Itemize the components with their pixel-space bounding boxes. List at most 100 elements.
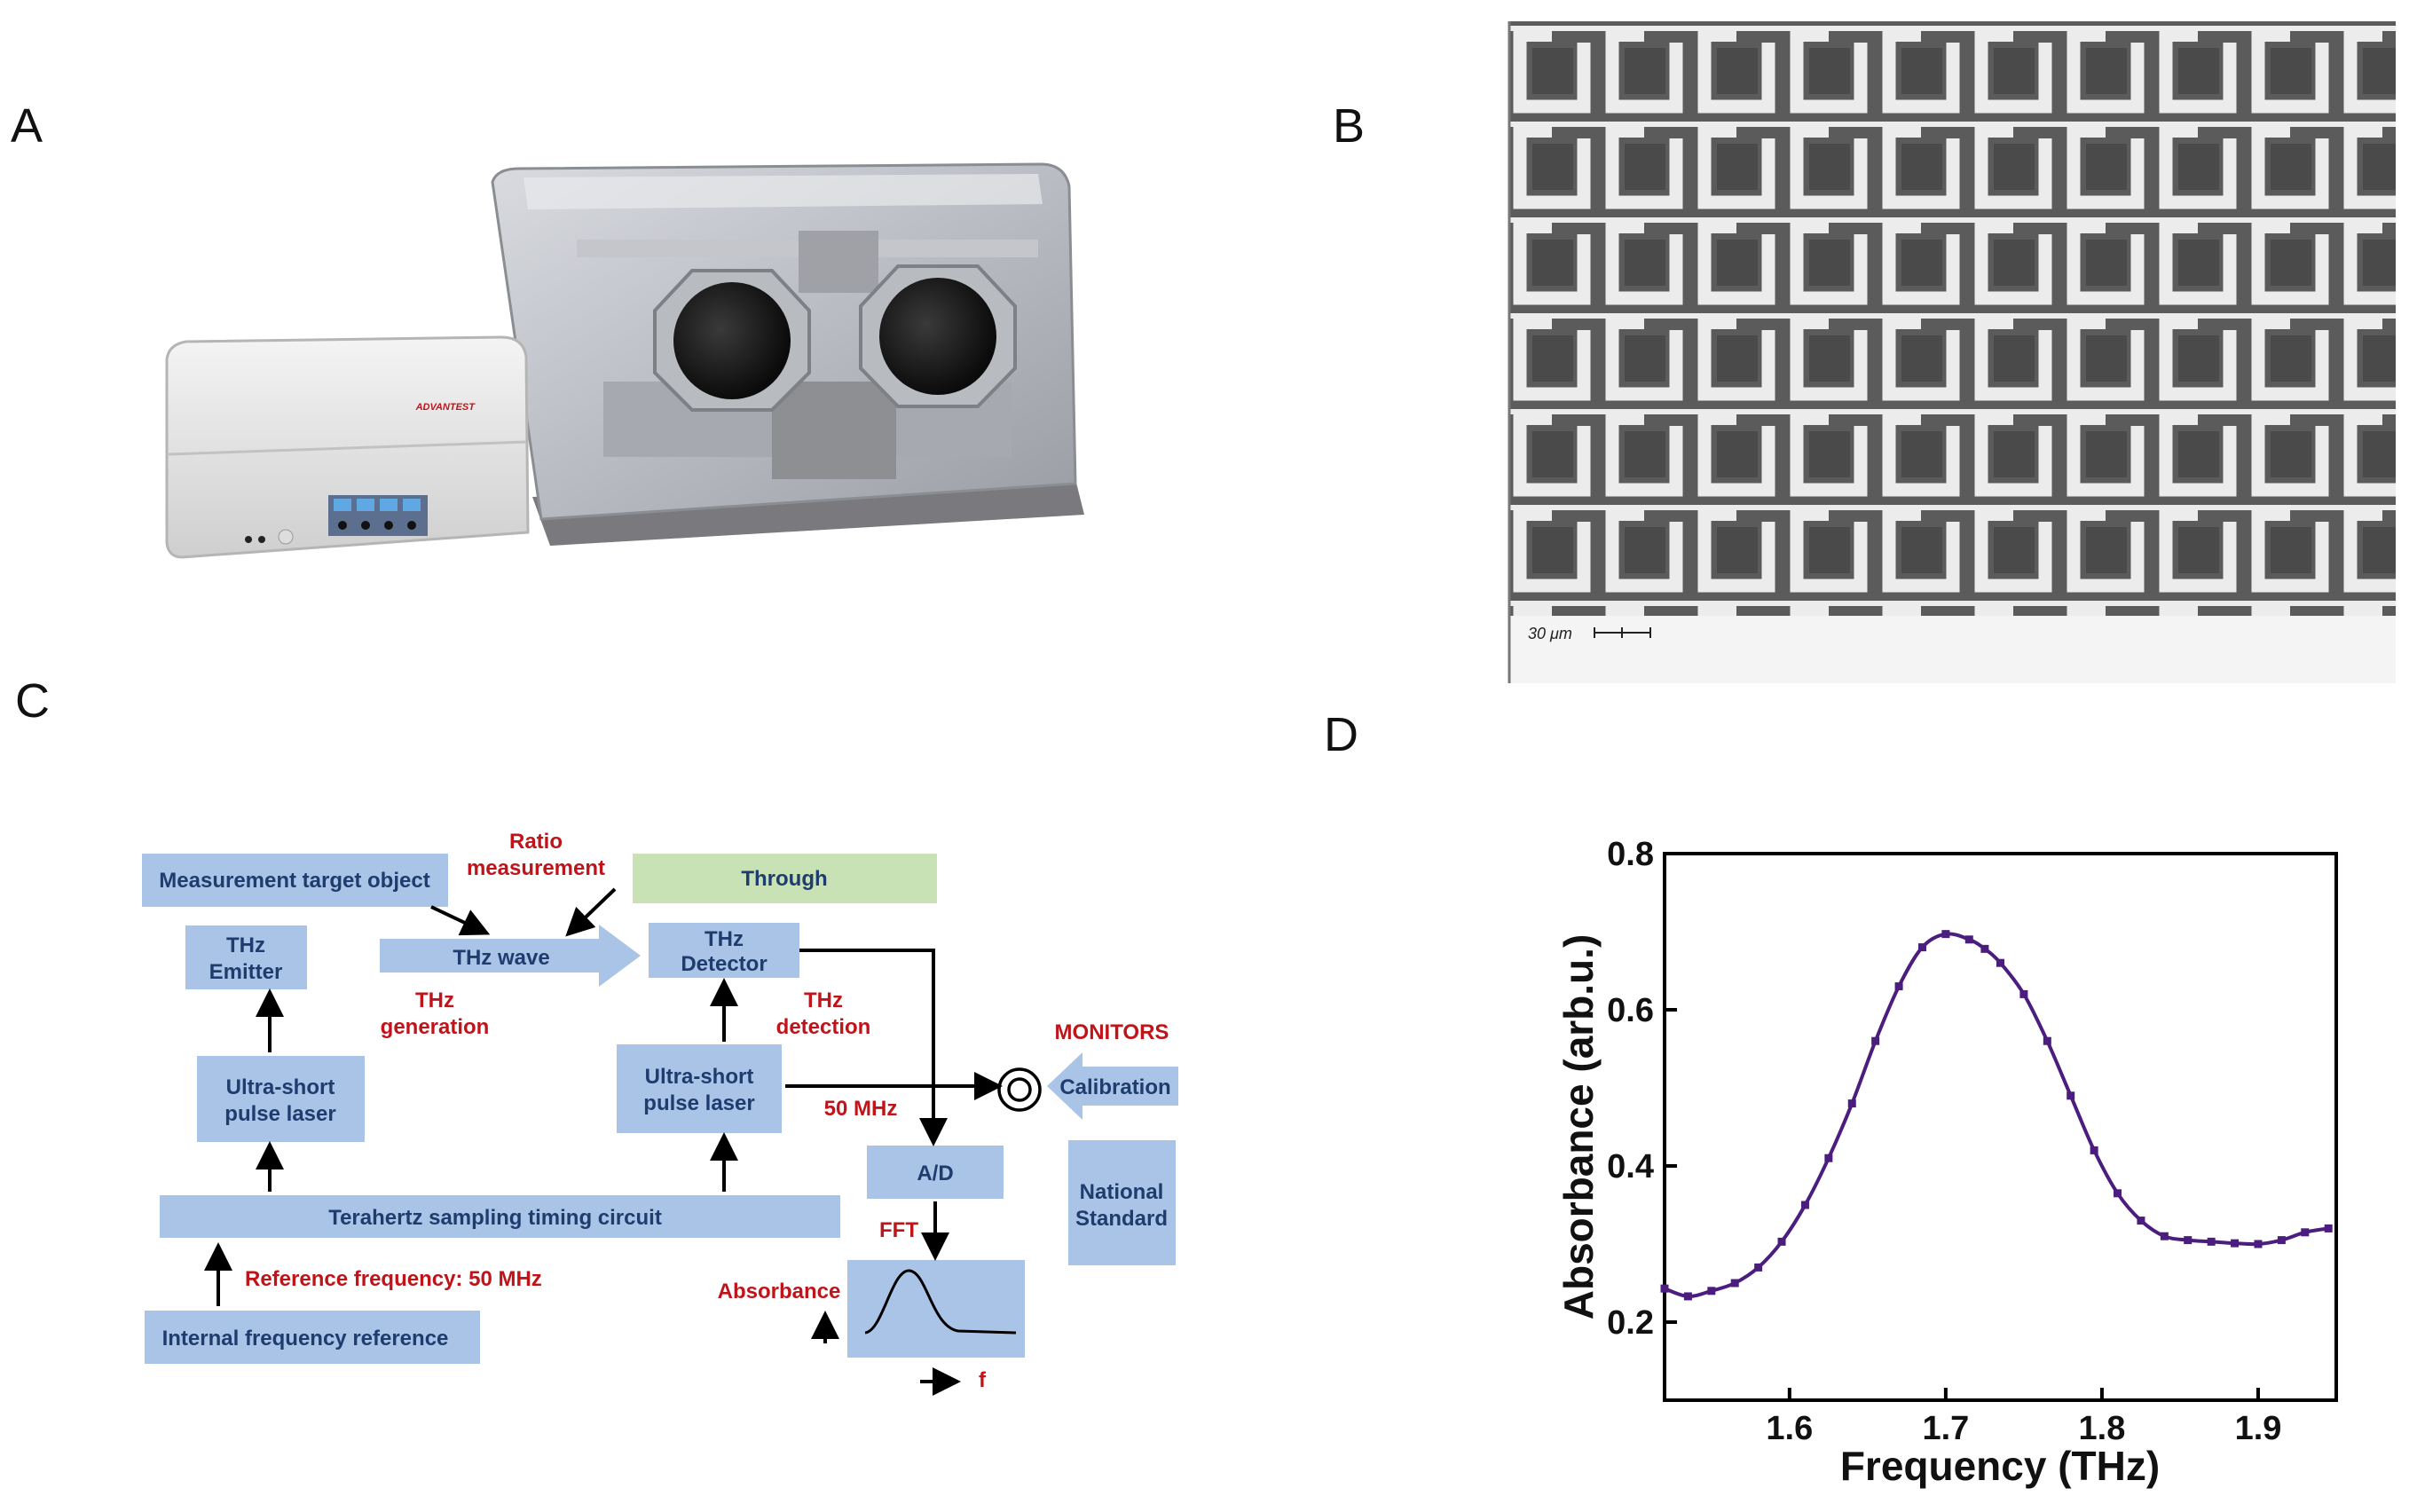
y-tick-label: 0.2 [1607, 1304, 1654, 1342]
label-thz-generation-1: THz [415, 988, 454, 1012]
block-laser-left [197, 1056, 365, 1142]
label-thz-detection-1: THz [804, 988, 843, 1012]
data-point [1917, 943, 1926, 952]
y-tick-label: 0.6 [1607, 992, 1654, 1029]
block-arrow-thz-wave [380, 925, 641, 987]
x-tick-label: 1.7 [1922, 1410, 1969, 1447]
y-axis-title: Absorbance (arb.u.) [1555, 934, 1602, 1320]
x-axis-title: Frequency (THz) [1840, 1443, 2160, 1489]
x-tick-label: 1.8 [2079, 1410, 2126, 1447]
data-point [2277, 1236, 2286, 1245]
y-axis-ticks: 0.2 0.4 0.6 0.8 [1607, 836, 1677, 1342]
label-thz-detector-1: THz [705, 927, 744, 951]
data-point [1754, 1263, 1763, 1272]
data-point [2043, 1036, 2051, 1045]
data-point [2160, 1232, 2169, 1240]
label-thz-emitter-1: THz [226, 933, 265, 957]
data-point [2114, 1189, 2122, 1198]
block-timing-circuit [160, 1195, 840, 1238]
data-point [1980, 944, 1989, 953]
label-laser-right-2: pulse laser [643, 1091, 754, 1115]
absorbance-chart: 1.6 1.7 1.8 1.9 0.2 0.4 0.6 0.8 Frequency (THz… [1555, 836, 2338, 1489]
arrow-detector-to-ad [799, 949, 948, 1146]
label-thz-detection-2: detection [776, 1015, 871, 1039]
data-point [1894, 982, 1903, 991]
arrow-target-to-wave [430, 905, 491, 936]
label-thz-detector-2: Detector [681, 952, 767, 976]
label-f: f [979, 1368, 987, 1392]
data-point [2184, 1236, 2193, 1245]
data-point [2207, 1237, 2216, 1246]
data-point [1871, 1036, 1880, 1045]
y-tick-label: 0.4 [1607, 1148, 1654, 1185]
label-ratio-1: Ratio [509, 830, 563, 854]
label-laser-left-1: Ultra-short [226, 1075, 335, 1099]
data-point [1660, 1284, 1669, 1293]
data-point [1707, 1287, 1716, 1295]
data-point [1996, 958, 2004, 967]
label-internal-reference: Internal frequency reference [162, 1327, 449, 1351]
block-through [633, 854, 937, 903]
label-measurement-target: Measurement target object [159, 869, 429, 893]
plot-frame [1663, 852, 2338, 1402]
label-timing-circuit: Terahertz sampling timing circuit [328, 1206, 662, 1230]
data-point [1964, 935, 1973, 944]
label-fft: FFT [879, 1218, 918, 1242]
label-reference-frequency: Reference frequency: 50 MHz [245, 1267, 542, 1291]
absorbance-mini-curve [864, 1269, 1017, 1335]
scale-bar-label: 30 μm [1528, 625, 1572, 642]
label-laser-left-2: pulse laser [224, 1102, 335, 1126]
label-through: Through [741, 867, 827, 891]
monitor-symbol-outer [997, 1067, 1042, 1112]
data-point [1683, 1292, 1692, 1301]
block-ad [867, 1146, 1004, 1199]
panel-letter-c: C [15, 674, 50, 728]
label-laser-right-1: Ultra-short [645, 1065, 754, 1089]
block-internal-reference [145, 1311, 480, 1364]
label-thz-emitter-2: Emitter [209, 960, 283, 984]
label-50mhz: 50 MHz [824, 1097, 898, 1121]
data-markers [1660, 930, 2333, 1301]
data-point [1777, 1237, 1786, 1246]
panel-letter-d: D [1324, 708, 1358, 761]
absorbance-curve [1664, 932, 2329, 1298]
lens-right [879, 278, 996, 395]
label-calibration: Calibration [1059, 1075, 1170, 1099]
label-absorbance: Absorbance [718, 1280, 841, 1303]
label-thz-wave: THz wave [453, 946, 549, 970]
lens-left [673, 282, 791, 399]
y-tick-label: 0.8 [1607, 836, 1654, 873]
arrow-ratio-to-wave [565, 887, 617, 937]
split-ring-array [1509, 21, 2396, 616]
monitor-symbol-inner [1007, 1077, 1032, 1102]
label-national-standard-2: Standard [1075, 1207, 1168, 1231]
block-thz-detector [649, 923, 799, 978]
panel-letter-a: A [11, 99, 43, 153]
block-measurement-target [142, 854, 448, 907]
data-point [1847, 1099, 1856, 1108]
block-thz-emitter [185, 925, 307, 989]
block-laser-right [617, 1044, 782, 1133]
data-point [2019, 989, 2028, 998]
instrument-photo: ADVANTEST [165, 162, 1084, 559]
measurement-diagram: Measurement target object Through THz Em… [142, 830, 1178, 1396]
scale-bar-strip [1509, 616, 2396, 683]
metamaterial-micrograph: 30 μm [1508, 21, 2396, 683]
label-ad: A/D [917, 1162, 953, 1185]
label-ratio-2: measurement [467, 856, 605, 880]
x-tick-label: 1.9 [2235, 1410, 2282, 1447]
panel-letter-b: B [1333, 99, 1365, 153]
data-point [2090, 1146, 2098, 1154]
data-point [2254, 1240, 2263, 1248]
label-national-standard-1: National [1080, 1180, 1164, 1204]
data-point [2067, 1091, 2075, 1100]
block-arrow-calibration [1047, 1052, 1178, 1120]
label-thz-generation-2: generation [381, 1015, 490, 1039]
label-monitors: MONITORS [1055, 1020, 1169, 1044]
data-point [2137, 1217, 2145, 1225]
x-axis-ticks: 1.6 1.7 1.8 1.9 [1766, 1388, 2281, 1447]
x-tick-label: 1.6 [1766, 1410, 1813, 1447]
data-point [1824, 1154, 1833, 1162]
data-point [2324, 1224, 2333, 1232]
